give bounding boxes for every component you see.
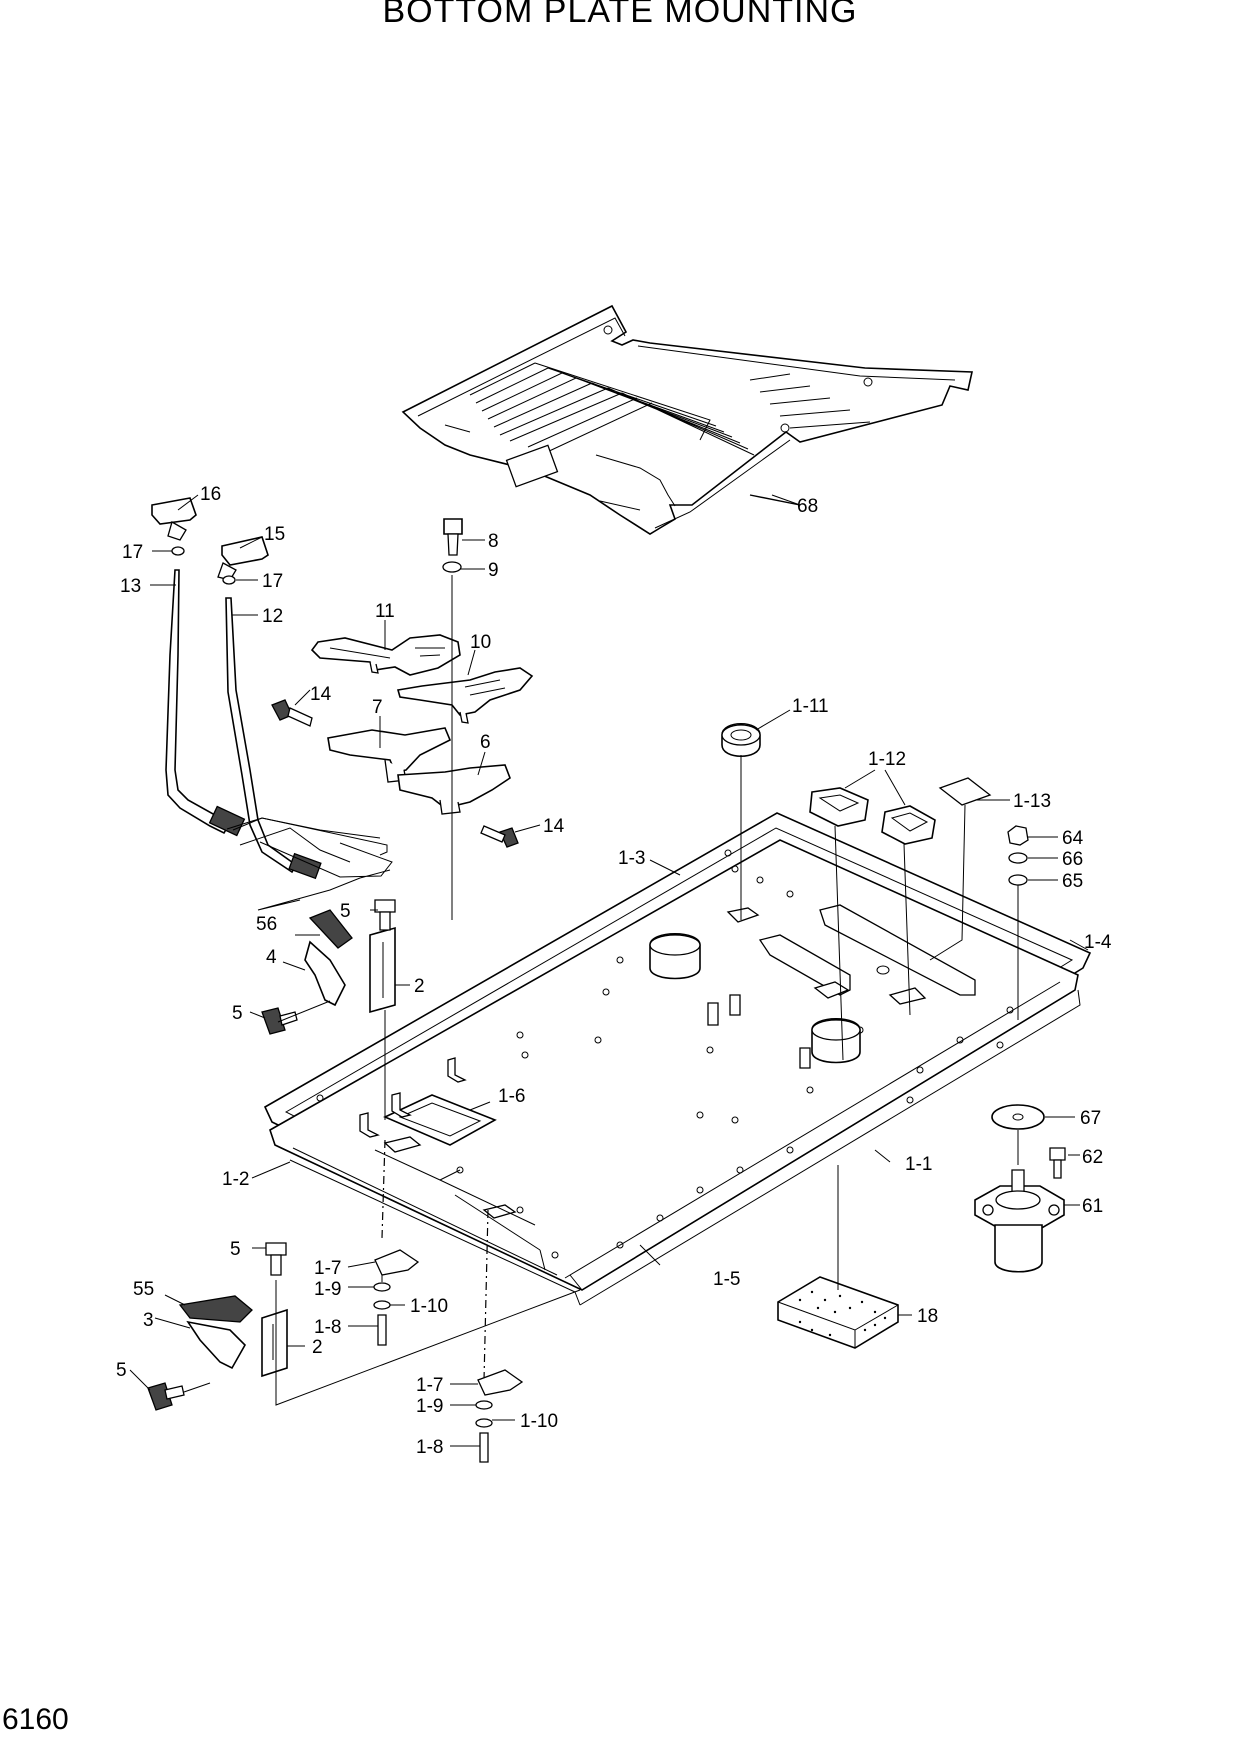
callout-16: 16 [200, 484, 221, 505]
callout-2-upper: 2 [414, 976, 425, 997]
pedal-bracket-upper [261, 899, 396, 1120]
nut-washer-stack [1007, 825, 1029, 1020]
callout-1-9-lower: 1-9 [416, 1396, 443, 1417]
callout-6: 6 [480, 732, 491, 753]
floor-mat-part-68 [401, 304, 973, 535]
callout-10: 10 [470, 632, 491, 653]
callout-1-3: 1-3 [618, 848, 645, 869]
centerline-right [483, 1209, 489, 1381]
callout-1-8-upper: 1-8 [314, 1317, 341, 1338]
callout-1-8-lower: 1-8 [416, 1437, 443, 1458]
sound-mat-18 [777, 1165, 899, 1349]
callout-3: 3 [143, 1310, 154, 1331]
centerline-left [381, 1139, 386, 1239]
callout-1-7-lower: 1-7 [416, 1375, 443, 1396]
callout-14-upper: 14 [310, 684, 332, 705]
callout-5-bottom: 5 [116, 1360, 127, 1381]
page-number: 6160 [2, 1703, 69, 1736]
callout-62: 62 [1082, 1147, 1103, 1168]
callout-13: 13 [120, 576, 141, 597]
callout-15: 15 [264, 524, 285, 545]
callout-8: 8 [488, 531, 499, 552]
callout-66: 66 [1062, 849, 1083, 870]
callout-1-4: 1-4 [1084, 932, 1112, 953]
callout-65: 65 [1062, 871, 1083, 892]
callout-2-lower: 2 [312, 1337, 323, 1358]
callout-12: 12 [262, 606, 283, 627]
callout-1-10-upper: 1-10 [410, 1296, 448, 1317]
bolt-8-and-washer-9 [442, 518, 463, 920]
callout-5-lower: 5 [230, 1239, 241, 1260]
callout-17-right: 17 [262, 571, 283, 592]
fastener-set-lower [475, 1369, 524, 1463]
callout-1-9-upper: 1-9 [314, 1279, 341, 1300]
callout-17-left: 17 [122, 542, 143, 563]
callout-1-7-upper: 1-7 [314, 1258, 341, 1279]
fastener-set-upper [373, 1249, 420, 1346]
callout-61: 61 [1082, 1196, 1103, 1217]
callout-leaders [129, 494, 1089, 1447]
callout-67: 67 [1080, 1108, 1101, 1129]
callout-64: 64 [1062, 828, 1084, 849]
pedal-assembly [271, 634, 534, 848]
callout-1-1: 1-1 [905, 1154, 932, 1175]
callout-5-upper: 5 [340, 901, 351, 922]
pedal-bracket-lower [147, 1242, 581, 1411]
callout-11: 11 [375, 601, 395, 622]
lever-assembly [151, 497, 393, 911]
callout-1-5: 1-5 [713, 1269, 740, 1290]
callout-1-10-lower: 1-10 [520, 1411, 558, 1432]
callout-7: 7 [372, 697, 383, 718]
callout-1-13: 1-13 [1013, 791, 1051, 812]
callout-18: 18 [917, 1306, 938, 1327]
callout-5-side: 5 [232, 1003, 243, 1024]
grommets [721, 723, 992, 1061]
callout-1-6: 1-6 [498, 1086, 525, 1107]
callout-1-11: 1-11 [792, 696, 829, 717]
callout-56: 56 [256, 914, 277, 935]
rubber-mount-assembly [974, 1104, 1066, 1273]
callout-1-12: 1-12 [868, 749, 906, 770]
callout-4: 4 [266, 947, 277, 968]
page-title: BOTTOM PLATE MOUNTING [382, 0, 858, 30]
callout-68: 68 [797, 496, 818, 517]
callout-55: 55 [133, 1279, 154, 1300]
callout-1-2: 1-2 [222, 1169, 249, 1190]
callout-9: 9 [488, 560, 499, 581]
bottom-plate-1-1 [269, 839, 1081, 1306]
callout-14-lower: 14 [543, 816, 565, 837]
